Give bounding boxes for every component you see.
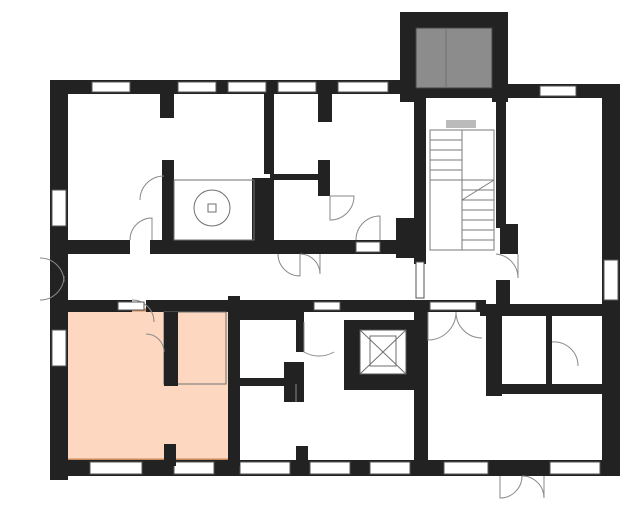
shaft <box>415 27 493 89</box>
elevator-core <box>344 320 416 390</box>
stairs-icon <box>429 120 495 251</box>
highlighted-room[interactable] <box>58 308 232 462</box>
interior-walls <box>50 94 610 466</box>
openings <box>117 241 477 311</box>
toilet-icon <box>193 189 231 227</box>
windows <box>51 81 619 475</box>
doors <box>39 175 579 499</box>
